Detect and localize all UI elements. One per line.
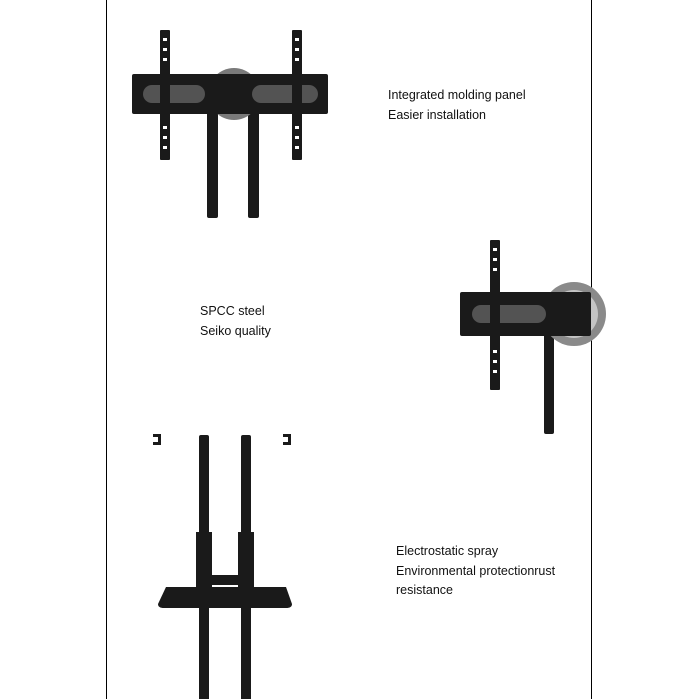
side-vesa-arm	[490, 240, 500, 390]
caption-molding-panel: Integrated molding panel Easier installa…	[388, 86, 526, 125]
vesa-arm-right	[292, 30, 302, 160]
left-frame-line	[106, 0, 107, 699]
caption-line: Seiko quality	[200, 323, 271, 338]
caption-line: Integrated molding panel	[388, 88, 526, 102]
mount-head-side	[460, 240, 606, 434]
caption-electrostatic-spray: Electrostatic spray Environmental protec…	[396, 542, 555, 601]
hook-left	[153, 434, 161, 445]
caption-line: resistance	[396, 583, 453, 597]
caption-line: Easier installation	[388, 107, 486, 122]
caption-spcc-steel: SPCC steel Seiko quality	[200, 302, 271, 341]
right-frame-line	[591, 0, 592, 699]
caption-line: Environmental protectionrust	[396, 563, 556, 578]
stand-with-shelf	[153, 434, 292, 699]
mount-head-front	[132, 30, 328, 218]
molding-panel	[132, 74, 328, 114]
vesa-arm-left	[160, 30, 170, 160]
pole-left	[207, 112, 218, 218]
caption-line: SPCC steel	[200, 304, 265, 318]
caption-line: Electrostatic spray	[396, 544, 499, 558]
side-pole	[544, 330, 554, 434]
pole-right	[248, 112, 259, 218]
shelf	[158, 587, 292, 608]
hook-right	[283, 434, 291, 445]
